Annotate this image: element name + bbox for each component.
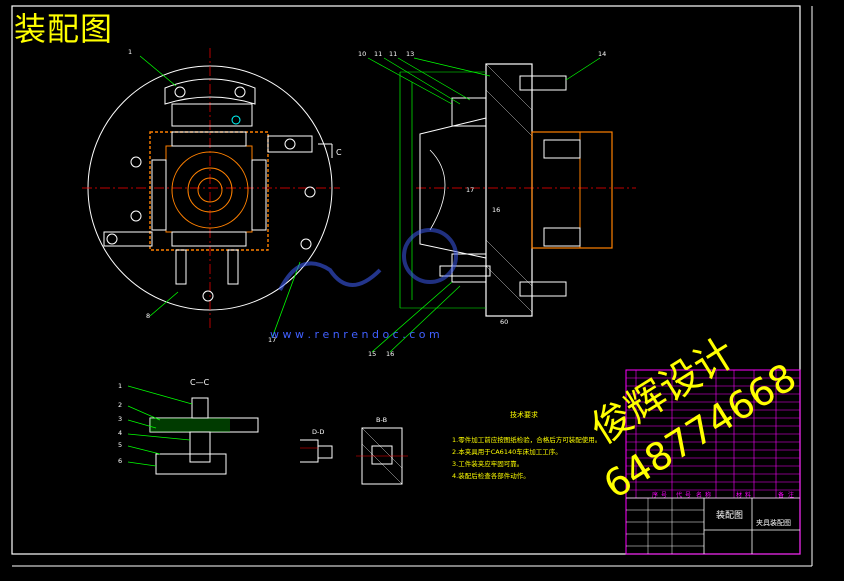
section-cc-view xyxy=(127,385,259,475)
plan-view xyxy=(82,48,340,339)
watermark-logo xyxy=(278,261,382,291)
callout-left-6: 6 xyxy=(118,457,123,465)
section-dd-label: D-D xyxy=(312,428,325,436)
callout-top-10: 10 xyxy=(358,50,367,58)
callout-top-14: 14 xyxy=(598,50,607,58)
callout-left-5: 5 xyxy=(118,441,123,449)
title-block-footer-9: 注 xyxy=(788,492,795,499)
title-block-footer-4: 名 xyxy=(696,492,703,499)
tech-note-2: 2.本夹具用于CA6140车床加工工序。 xyxy=(452,448,562,456)
dim-label-60: 60 xyxy=(500,318,509,326)
section-bb-label: B-B xyxy=(376,416,388,424)
dim-label-16: 16 xyxy=(492,206,501,214)
title-block-footer-7: 料 xyxy=(745,492,752,499)
title-block-part-name: 夹具装配图 xyxy=(756,519,791,527)
section-view xyxy=(367,57,636,353)
callout-top-11b: 11 xyxy=(389,50,398,58)
title-block-footer-8: 备 xyxy=(778,492,785,499)
callout-bottom-16: 16 xyxy=(386,350,395,358)
callout-left-4: 4 xyxy=(118,429,123,437)
dim-label-17: 17 xyxy=(466,186,475,194)
title-block-footer-3: 号 xyxy=(685,492,692,499)
callout-left-1: 1 xyxy=(118,382,123,390)
callout-plan-8: 8 xyxy=(146,312,151,320)
tech-note-1: 1.零件加工前应按图纸检验，合格后方可装配使用。 xyxy=(452,436,602,444)
drawing-frame xyxy=(11,5,801,555)
section-c-mark: C xyxy=(336,148,342,157)
callout-plan-17: 17 xyxy=(268,336,277,344)
callout-plan-1: 1 xyxy=(128,48,133,56)
drawing-title: 装配图 xyxy=(14,10,114,48)
title-block-footer-6: 材 xyxy=(736,492,743,499)
section-cc-label: C—C xyxy=(190,378,210,387)
title-block-footer-5: 称 xyxy=(705,492,712,499)
title-block-drawing-name: 装配图 xyxy=(716,511,744,521)
callout-top-11a: 11 xyxy=(374,50,383,58)
callout-bottom-15: 15 xyxy=(368,350,377,358)
tech-note-4: 4.装配后检查各部件动作。 xyxy=(452,472,530,480)
tech-title: 技术要求 xyxy=(510,411,538,419)
title-block-footer-0: 序 xyxy=(652,492,659,499)
callout-left-2: 2 xyxy=(118,401,123,409)
title-block xyxy=(625,369,801,555)
title-block-footer-1: 号 xyxy=(661,492,668,499)
callout-top-13: 13 xyxy=(406,50,415,58)
title-block-footer-2: 代 xyxy=(676,492,683,499)
section-bb-view xyxy=(356,427,408,485)
callout-left-3: 3 xyxy=(118,415,123,423)
section-dd-view xyxy=(300,439,333,463)
tech-note-3: 3.工件装夹应牢固可靠。 xyxy=(452,460,524,468)
watermark-url: w w w . r e n r e n d o c . c o m xyxy=(270,328,440,341)
